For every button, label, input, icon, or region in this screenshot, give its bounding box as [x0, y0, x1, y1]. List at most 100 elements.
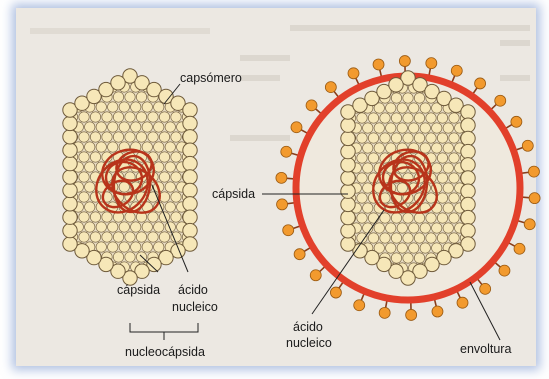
capsomer [437, 173, 447, 183]
capsomer [391, 133, 401, 143]
spike-knob [475, 78, 486, 89]
capsomer [44, 272, 54, 282]
capsomer [461, 118, 475, 132]
capsomer [443, 143, 453, 153]
capsomer [420, 123, 430, 133]
capsomer [363, 203, 373, 213]
spike-knob [325, 82, 336, 93]
capsomer [79, 192, 89, 202]
capsomer [414, 133, 424, 143]
capsomer [414, 253, 424, 263]
capsomer [44, 72, 54, 82]
spike-knob [348, 68, 359, 79]
capsomer [90, 152, 100, 162]
capsomer [205, 272, 215, 282]
spike-knob [406, 309, 417, 320]
capsomer [85, 282, 95, 292]
capsomer [44, 212, 54, 222]
spike-knob [511, 116, 522, 127]
capsomer [391, 253, 401, 263]
capsomer [443, 203, 453, 213]
capsomer [50, 222, 60, 232]
capsomer [159, 132, 169, 142]
capsomer [437, 113, 447, 123]
capsomer [461, 131, 475, 145]
capsomer [85, 122, 95, 132]
capsomer [432, 163, 442, 173]
capsomer [154, 222, 164, 232]
spike-knob [277, 199, 288, 210]
capsomer [108, 62, 118, 72]
capsomer [461, 158, 475, 172]
capsomer [391, 93, 401, 103]
capsomer [165, 162, 175, 172]
capsomer [391, 113, 401, 123]
capsomer [125, 112, 135, 122]
capsomer [409, 243, 419, 253]
capsomer [113, 132, 123, 142]
capsomer [102, 232, 112, 242]
capsomer [437, 233, 447, 243]
capsomer [102, 132, 112, 142]
capsomer [426, 113, 436, 123]
capsomer [211, 242, 221, 252]
capsomer [420, 143, 430, 153]
nucleocapsida-bracket [130, 323, 198, 332]
capsomer [171, 192, 181, 202]
capsomer [200, 222, 210, 232]
capsomer [79, 72, 89, 82]
capsomer [363, 163, 373, 173]
spike-knob [281, 146, 292, 157]
capsomer [85, 62, 95, 72]
capsomer [205, 172, 215, 182]
capsomer [194, 272, 204, 282]
capsomer [142, 62, 152, 72]
capsomer [341, 144, 355, 158]
capsomer [397, 243, 407, 253]
capsomer [211, 142, 221, 152]
capsomer [165, 182, 175, 192]
capsomer [154, 142, 164, 152]
capsomer [44, 252, 54, 262]
capsomer [368, 113, 378, 123]
capsomer [148, 112, 158, 122]
capsomer [125, 252, 135, 262]
capsomer [461, 144, 475, 158]
capsomer [403, 93, 413, 103]
capsomer [159, 72, 169, 82]
capsomer [409, 123, 419, 133]
capsomer [432, 143, 442, 153]
capsomer [437, 153, 447, 163]
capsomer [165, 122, 175, 132]
capsomer [397, 223, 407, 233]
capsomer [437, 133, 447, 143]
capsomer [449, 173, 459, 183]
capsomer [148, 132, 158, 142]
capsomer [113, 92, 123, 102]
capsomer [154, 102, 164, 112]
capsomer [90, 232, 100, 242]
capsomer [368, 133, 378, 143]
capsomer [63, 116, 77, 130]
capsomer [79, 232, 89, 242]
capsomer [205, 252, 215, 262]
capsomer [171, 132, 181, 142]
capsomer [374, 123, 384, 133]
capsomer [341, 224, 355, 238]
capsomer [374, 143, 384, 153]
capsomer [386, 123, 396, 133]
capsomer [96, 102, 106, 112]
capsomer [113, 252, 123, 262]
capsomer [461, 197, 475, 211]
capsomer [108, 242, 118, 252]
capsomer [50, 242, 60, 252]
capsomer [136, 92, 146, 102]
naked-virus [44, 62, 221, 292]
capsomer [96, 142, 106, 152]
label-acido-left: ácido [178, 283, 208, 297]
capsomer [62, 62, 72, 72]
capsomer [357, 193, 367, 203]
capsomer [200, 142, 210, 152]
capsomer [142, 222, 152, 232]
capsomer [443, 123, 453, 133]
